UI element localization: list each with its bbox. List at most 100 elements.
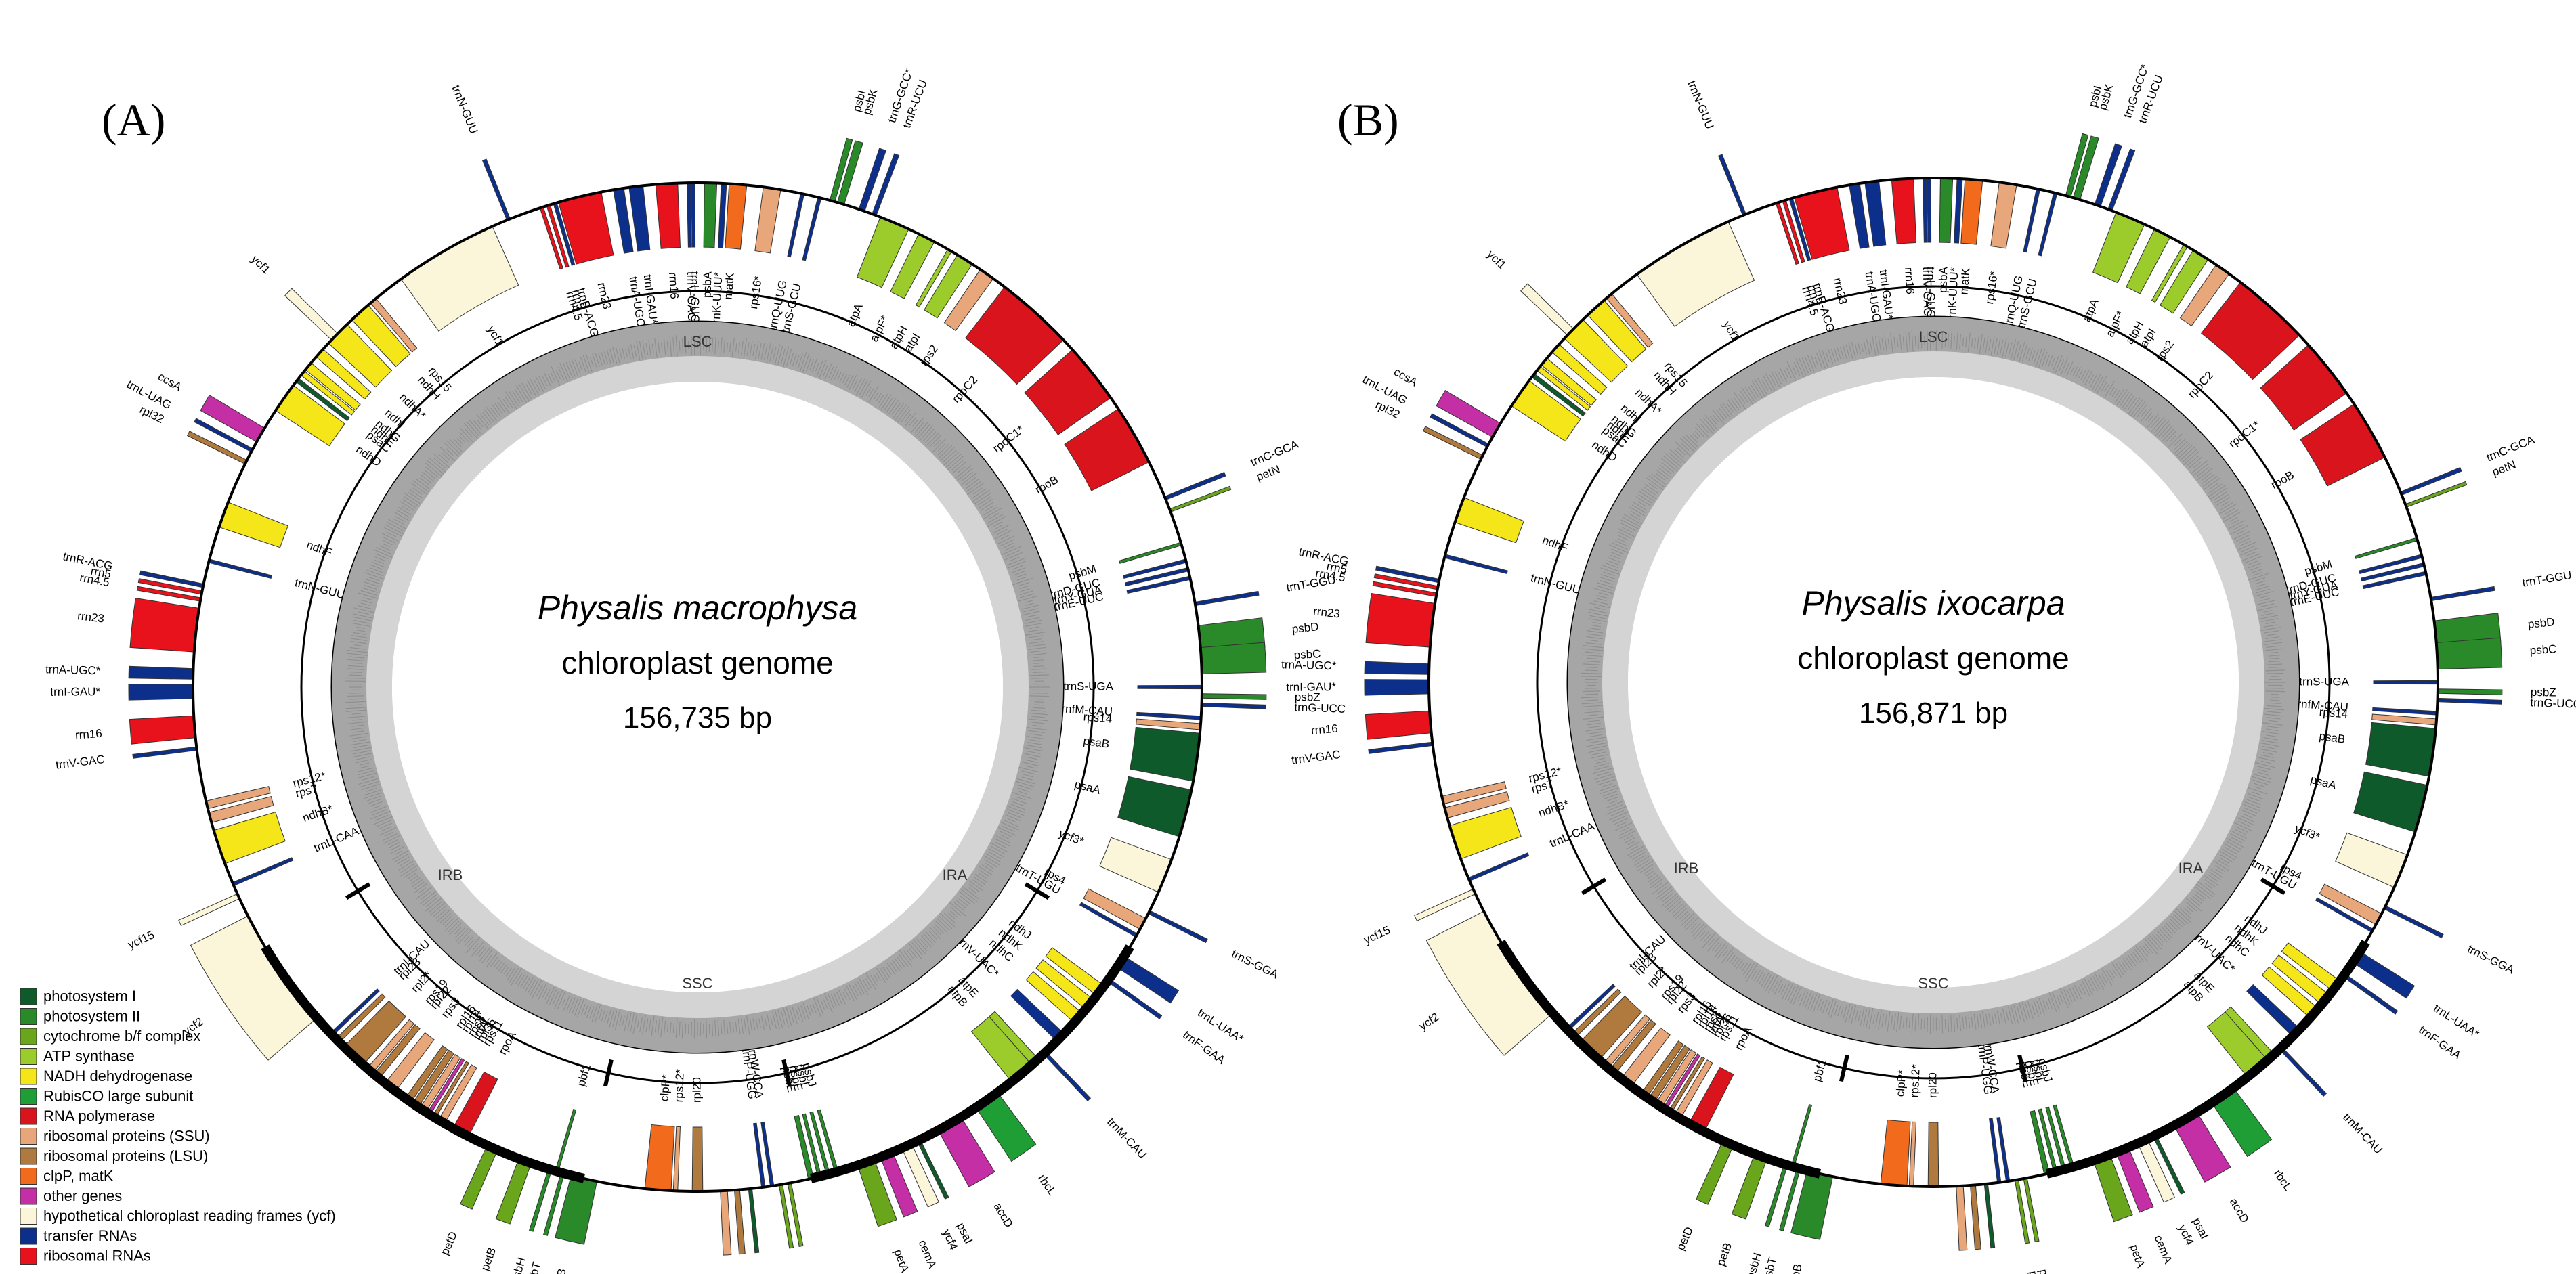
genome-ring [192, 181, 1203, 1193]
genome-subtitle-a: chloroplast genome [561, 645, 833, 680]
gene-label: psaB [1082, 734, 1110, 751]
legend-swatch [20, 1068, 37, 1085]
gene-label: ycf1 [249, 252, 273, 276]
gene-label: trnS-UGA [1063, 680, 1113, 693]
gene-box [748, 1188, 760, 1254]
gene-label: petA [2127, 1243, 2147, 1270]
gene-label: trnF-GAA [1180, 1028, 1228, 1068]
region-label-irb-a: IRB [438, 866, 463, 883]
gene-box [1368, 741, 1434, 754]
gene-box [964, 286, 1065, 385]
gene-box [1436, 389, 1501, 438]
legend-label: RubisCO large subunit [43, 1088, 193, 1105]
gene-box [2023, 188, 2041, 253]
gene-label: matK [1958, 267, 1973, 295]
gene-label: trnS-GGA [1230, 947, 1281, 982]
gene-label: rpoC2 [949, 374, 980, 405]
genome-size-b: 156,871 bp [1859, 697, 2008, 730]
gene-label: rps12* [672, 1068, 687, 1102]
region-boundary-tick [1024, 882, 1050, 900]
gene-box [672, 1126, 681, 1191]
gene-box [1922, 177, 1928, 243]
region-label-irb-b: IRB [1674, 860, 1699, 877]
gene-box [1467, 852, 1530, 882]
gene-box [1169, 485, 1232, 512]
gene-box [1194, 590, 1260, 607]
gene-box [178, 893, 240, 927]
gene-label: rbcL [1035, 1172, 1059, 1198]
gene-box [644, 1124, 675, 1191]
gene-label: ndhB* [301, 802, 335, 825]
legend-swatch [20, 1008, 37, 1025]
gene-box [2353, 771, 2428, 833]
gene-label: psaA [2309, 773, 2338, 792]
gene-box [1927, 177, 1932, 243]
gene-box [2372, 707, 2438, 716]
gene-box [129, 598, 200, 653]
gene-label: trnG-UCC [2530, 696, 2576, 711]
legend-label: ribosomal proteins (SSU) [43, 1128, 210, 1145]
gene-box [1939, 177, 1954, 243]
gene-box [1201, 693, 1267, 700]
gene-box [1365, 710, 1432, 740]
gene-box [1201, 702, 1267, 709]
gene-box [628, 185, 651, 252]
legend-label: ribosomal proteins (LSU) [43, 1147, 208, 1164]
gene-label: rps14 [2319, 705, 2348, 720]
gene-label: ycf1 [1484, 248, 1509, 271]
gene-box [555, 1109, 577, 1172]
gene-label: trnS-UGA [2299, 675, 2349, 688]
gene-label: psbZ [2531, 686, 2556, 699]
gene-label: petB [1714, 1241, 1734, 1267]
gene-box [2365, 722, 2437, 777]
region-ring [1536, 285, 2331, 1080]
gene-box [1449, 806, 1522, 860]
gene-label: trnN-GUU [1529, 571, 1582, 596]
gene-box [858, 148, 886, 212]
gene-box [1731, 1154, 1768, 1220]
gene-label: trnF-GAA [2416, 1024, 2464, 1063]
gene-label: psbH [1744, 1251, 1764, 1274]
gene-box [2352, 950, 2416, 999]
gene-box [734, 1189, 746, 1255]
gene-label: rrn23 [1830, 277, 1849, 306]
gene-box [1970, 1184, 1981, 1250]
gene-box [1520, 283, 1574, 336]
gene-label: rps16* [747, 275, 765, 310]
legend-label: ribosomal RNAs [43, 1248, 151, 1265]
gene-box [1880, 1119, 1911, 1187]
legend-swatch [20, 1048, 37, 1065]
gene-box [1136, 711, 1202, 720]
legend-label: cytochrome b/f complex [43, 1028, 200, 1045]
legend-swatch [20, 988, 37, 1005]
legend-swatch [20, 1187, 37, 1205]
gene-box [1983, 1183, 1996, 1249]
region-label-ssc-b: SSC [1918, 975, 1948, 992]
gene-label: trnR-ACG [1297, 545, 1350, 568]
gene-label: trnI-GAU* [50, 685, 100, 699]
gene-label: trnM-CAU [2340, 1111, 2385, 1157]
gene-label: psbH [508, 1256, 528, 1274]
gene-box [2437, 688, 2503, 695]
gene-box [218, 502, 288, 548]
gene-label: rrn16 [1310, 722, 1338, 737]
gc-content-texture [1581, 330, 2286, 1034]
region-boundary-tick [345, 882, 371, 900]
gene-box [2405, 481, 2468, 508]
gene-box [208, 558, 272, 579]
inverted-repeat-arc [810, 944, 1134, 1183]
gene-label: rpl20 [690, 1077, 703, 1103]
gene-label: rps2 [2153, 338, 2177, 364]
gene-label: psbB [551, 1267, 569, 1274]
gene-label: trnN-GUU [293, 576, 346, 601]
inverted-repeat-arc [1497, 940, 1821, 1179]
gene-box [2355, 537, 2418, 559]
gene-label: petB [478, 1246, 498, 1272]
gene-box [200, 394, 265, 443]
gene-label: ycf15 [126, 928, 156, 951]
gene-label: psbD [2527, 615, 2555, 631]
gene-label: trnV-GAC [55, 753, 106, 772]
